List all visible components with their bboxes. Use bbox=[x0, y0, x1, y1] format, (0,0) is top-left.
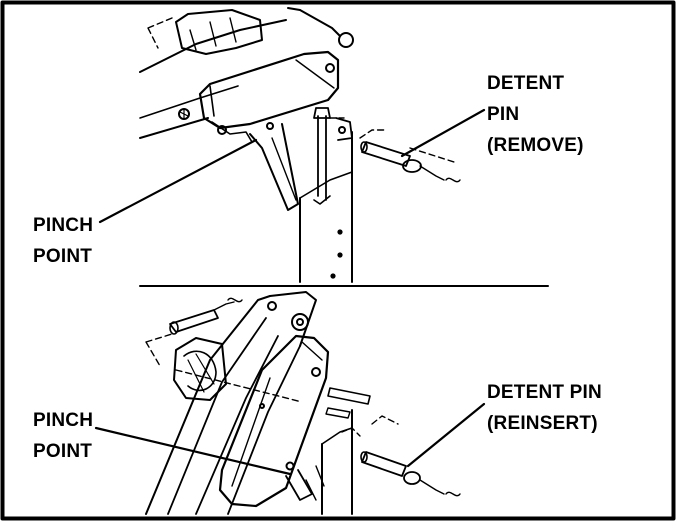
pinch-point-top-label: PINCH POINT bbox=[33, 210, 93, 272]
detent-pin-reinsert-line-2: (REINSERT) bbox=[487, 413, 598, 434]
bottom-view-drawing bbox=[145, 291, 461, 515]
detent-pin-reinsert-line-1: DETENT PIN bbox=[487, 382, 602, 403]
leader-detent-reinsert bbox=[406, 402, 486, 468]
detent-pin-remove-line-2: PIN bbox=[487, 104, 520, 125]
top-view-drawing bbox=[139, 7, 461, 283]
detent-pin-remove-line-1: DETENT bbox=[487, 73, 565, 94]
detent-pin-reinsert-label: DETENT PIN (REINSERT) bbox=[487, 377, 602, 439]
detent-pin-remove-label: DETENT PIN (REMOVE) bbox=[487, 68, 584, 161]
pinch-point-bottom-label: PINCH POINT bbox=[33, 405, 93, 467]
detent-pin-remove-line-3: (REMOVE) bbox=[487, 135, 584, 156]
pinch-point-bottom-line-2: POINT bbox=[33, 441, 93, 462]
pinch-point-top-line-1: PINCH bbox=[33, 215, 94, 236]
pinch-point-top-line-2: POINT bbox=[33, 246, 93, 267]
leader-pinch-top bbox=[98, 138, 258, 224]
leader-pinch-bottom bbox=[94, 426, 292, 476]
leader-detent-remove bbox=[400, 108, 486, 158]
pinch-point-bottom-line-1: PINCH bbox=[33, 410, 94, 431]
